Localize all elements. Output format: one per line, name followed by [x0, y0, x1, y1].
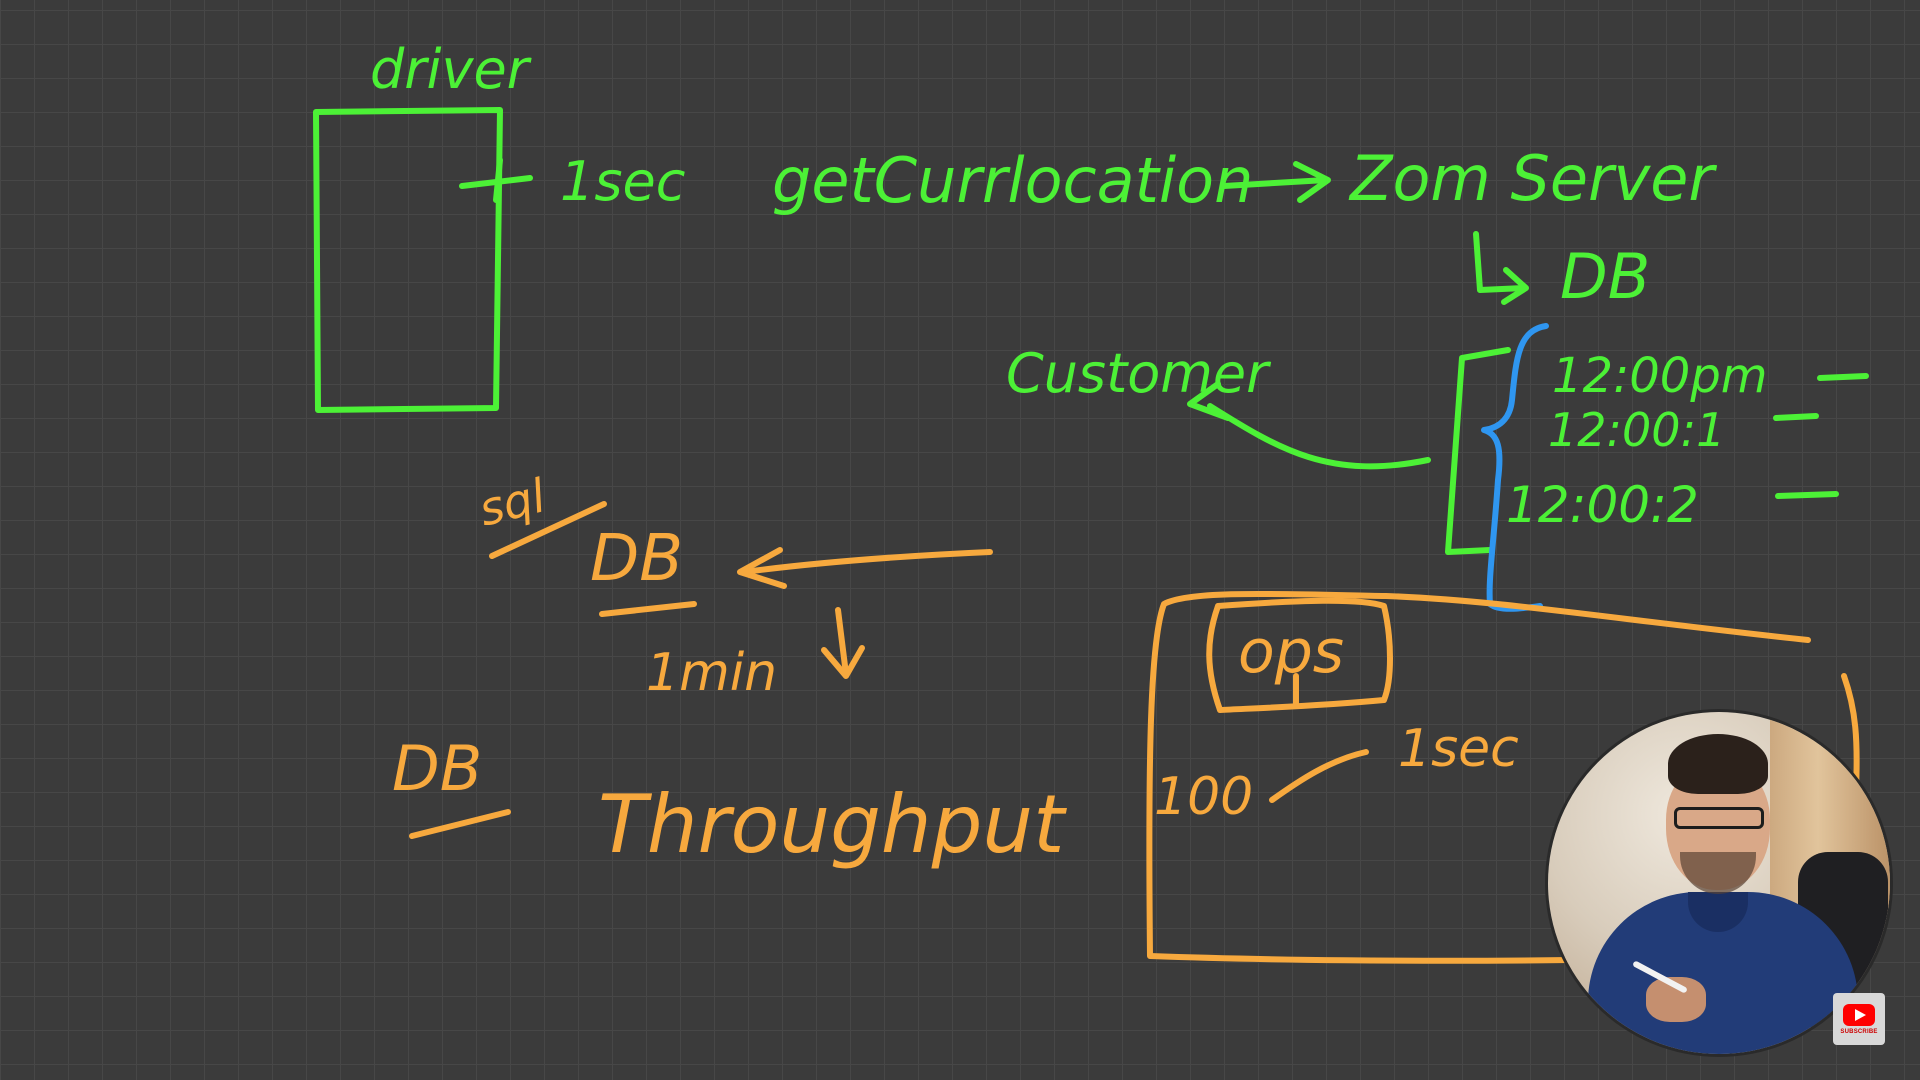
- presenter-glasses: [1674, 807, 1764, 829]
- arrow-to-server: [1221, 177, 1329, 189]
- label-sql: sql: [474, 468, 551, 536]
- db-mid-underline: [599, 601, 697, 617]
- label-db-bottom: DB: [392, 732, 482, 805]
- label-get-cur-location: getCurrlocation: [772, 144, 1253, 217]
- label-db-top: DB: [1560, 240, 1650, 313]
- label-time-3: 12:00:2: [1506, 476, 1699, 534]
- arrow-server-to-db-head: [1501, 267, 1529, 305]
- driver-phone-box: [313, 107, 503, 413]
- down-arrow-head: [821, 645, 865, 679]
- youtube-icon: [1843, 1003, 1875, 1026]
- driver-tick-mark-2: [493, 157, 503, 203]
- arrow-server-to-db: [1473, 231, 1527, 293]
- db-records-bracket: [1445, 347, 1511, 555]
- dash-3: [1775, 491, 1839, 499]
- label-1sec-top: 1sec: [560, 150, 685, 213]
- subscribe-label: SUBSCRIBE: [1840, 1028, 1878, 1035]
- label-customer: Customer: [1006, 342, 1271, 405]
- label-100: 100: [1154, 767, 1253, 827]
- label-ops: ops: [1238, 617, 1344, 687]
- label-time-1: 12:00pm: [1552, 348, 1768, 404]
- presenter-beard: [1680, 852, 1756, 894]
- arrow-to-sql-db: [741, 549, 993, 575]
- subscribe-button[interactable]: SUBSCRIBE: [1833, 993, 1885, 1045]
- label-zom-server: Zom Server: [1348, 142, 1717, 215]
- label-time-2: 12:00:1: [1548, 403, 1725, 457]
- db-bottom-underline: [409, 809, 511, 839]
- dash-1: [1817, 373, 1869, 381]
- label-driver: driver: [370, 38, 532, 101]
- presenter-hair: [1668, 734, 1768, 794]
- label-db-mid: DB: [590, 522, 683, 596]
- arrow-to-server-head: [1293, 161, 1331, 203]
- label-1min: 1min: [646, 643, 777, 703]
- arrow-to-customer: [1207, 403, 1431, 470]
- arrow-to-sql-db-head: [737, 547, 787, 589]
- ops-connector-line: [1269, 749, 1369, 803]
- arrow-to-customer-head: [1187, 381, 1231, 421]
- blue-highlight-brace: [1481, 323, 1549, 612]
- dash-2: [1773, 413, 1819, 421]
- ops-label-box: [1206, 597, 1393, 713]
- label-throughput: Throughput: [598, 778, 1067, 871]
- sql-strike-line: [489, 501, 607, 559]
- label-1sec-bottom: 1sec: [1398, 719, 1519, 779]
- down-arrow: [835, 607, 849, 677]
